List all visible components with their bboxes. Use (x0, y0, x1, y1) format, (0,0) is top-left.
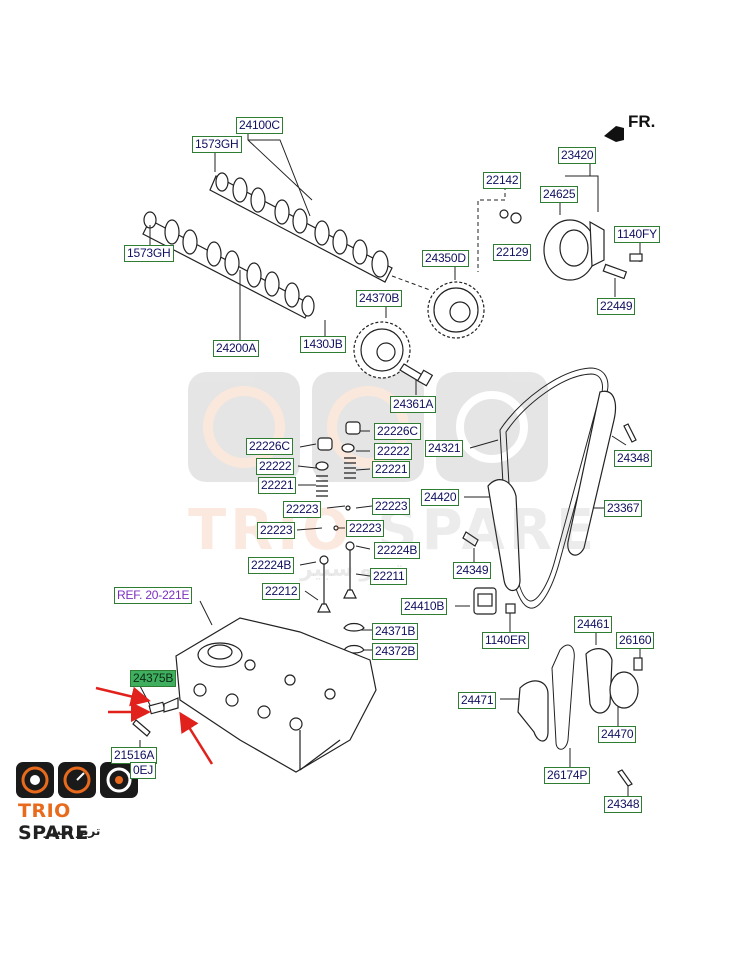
part-label-22221-right: 22221 (372, 461, 411, 478)
reference-label: REF. 20-221E (114, 587, 193, 604)
part-label-22142: 22142 (483, 172, 522, 189)
part-label-26174P: 26174P (544, 767, 591, 784)
bolt-24348-top (623, 423, 637, 443)
part-label-22212: 22212 (262, 583, 301, 600)
part-label-22224B-left: 22224B (248, 557, 295, 574)
front-direction-arrow (604, 126, 624, 142)
part-label-22211: 22211 (370, 568, 408, 585)
secondary-chain-26174P (551, 644, 575, 750)
part-label-22222-left: 22222 (256, 458, 295, 475)
plug-24375B (148, 697, 179, 715)
part-label-24370B: 24370B (356, 290, 403, 307)
part-label-22449: 22449 (597, 298, 636, 315)
part-label-22223-a: 22223 (283, 501, 322, 518)
part-label-24371B: 24371B (372, 623, 419, 640)
cam-sprocket-24370B (353, 321, 411, 379)
bolt-24349 (462, 531, 479, 547)
brand-logo-icons (16, 762, 138, 798)
part-label-24361A: 24361A (390, 396, 437, 413)
chain-guide-24420 (487, 479, 521, 592)
part-label-24348-top: 24348 (614, 450, 653, 467)
part-label-22226C-left: 22226C (246, 438, 293, 455)
cylinder-head (175, 617, 377, 773)
chain-guide-24461 (585, 648, 613, 714)
part-label-21516A: 21516A (111, 747, 158, 764)
part-label-24410B: 24410B (401, 598, 448, 615)
part-label-22222-right: 22222 (374, 443, 413, 460)
part-label-22224B-right: 22224B (374, 542, 421, 559)
bolt-21516A (132, 719, 151, 737)
bolt-1140ER (505, 603, 516, 614)
part-label-1430JB: 1430JB (300, 336, 346, 353)
brand-name: TRIO SPARE (18, 800, 89, 844)
part-label-24321: 24321 (425, 440, 464, 457)
part-label-22223-d: 22223 (346, 520, 385, 537)
front-direction-label: FR. (628, 112, 656, 131)
part-label-24100C: 24100C (236, 117, 283, 134)
highlight-arrows (95, 686, 214, 765)
bolt-24361A (399, 363, 434, 387)
cam-sprocket-24350D (427, 281, 485, 339)
part-label-22223-b: 22223 (372, 498, 411, 515)
part-label-24348-bottom: 24348 (604, 796, 643, 813)
part-label-1140ER: 1140ER (482, 632, 530, 649)
tensioner-24470 (609, 657, 643, 709)
part-label-22226C-right: 22226C (374, 423, 421, 440)
part-label-22223-c: 22223 (257, 522, 296, 539)
valve-train (315, 421, 365, 654)
part-label-24200A: 24200A (213, 340, 260, 357)
part-label-1140FY: 1140FY (614, 226, 660, 243)
brand-logo: TRIO SPARE تريو سبير (14, 760, 144, 850)
part-label-24471: 24471 (458, 692, 497, 709)
brand-arabic: تريو سبير (44, 824, 101, 838)
part-label-1573GH-bottom: 1573GH (124, 245, 174, 262)
part-label-24350D: 24350D (422, 250, 469, 267)
intake-camshaft (209, 172, 393, 283)
part-label-0EJ: 0EJ (130, 762, 157, 779)
part-label-22221-left: 22221 (258, 477, 297, 494)
part-label-24349: 24349 (453, 562, 492, 579)
chain-guide-23367 (567, 390, 617, 556)
part-label-24420: 24420 (421, 489, 460, 506)
part-label-23367: 23367 (604, 500, 643, 517)
oil-control-valve-23420 (499, 209, 643, 281)
part-label-24372B: 24372B (372, 643, 419, 660)
chain-guide-24471 (517, 680, 549, 742)
watermark-logo (188, 372, 548, 482)
part-label-24470: 24470 (598, 726, 637, 743)
part-label-1573GH-top: 1573GH (192, 136, 242, 153)
exhaust-camshaft (142, 211, 315, 319)
bolt-24348-bottom (617, 769, 633, 787)
tensioner-24410B (473, 587, 497, 615)
part-label-23420: 23420 (558, 147, 597, 164)
part-label-26160: 26160 (616, 632, 655, 649)
part-label-24625: 24625 (540, 186, 579, 203)
part-label-22129: 22129 (493, 244, 532, 261)
part-label-24461: 24461 (574, 616, 613, 633)
part-label-24375B-highlighted: 24375B (130, 670, 177, 687)
